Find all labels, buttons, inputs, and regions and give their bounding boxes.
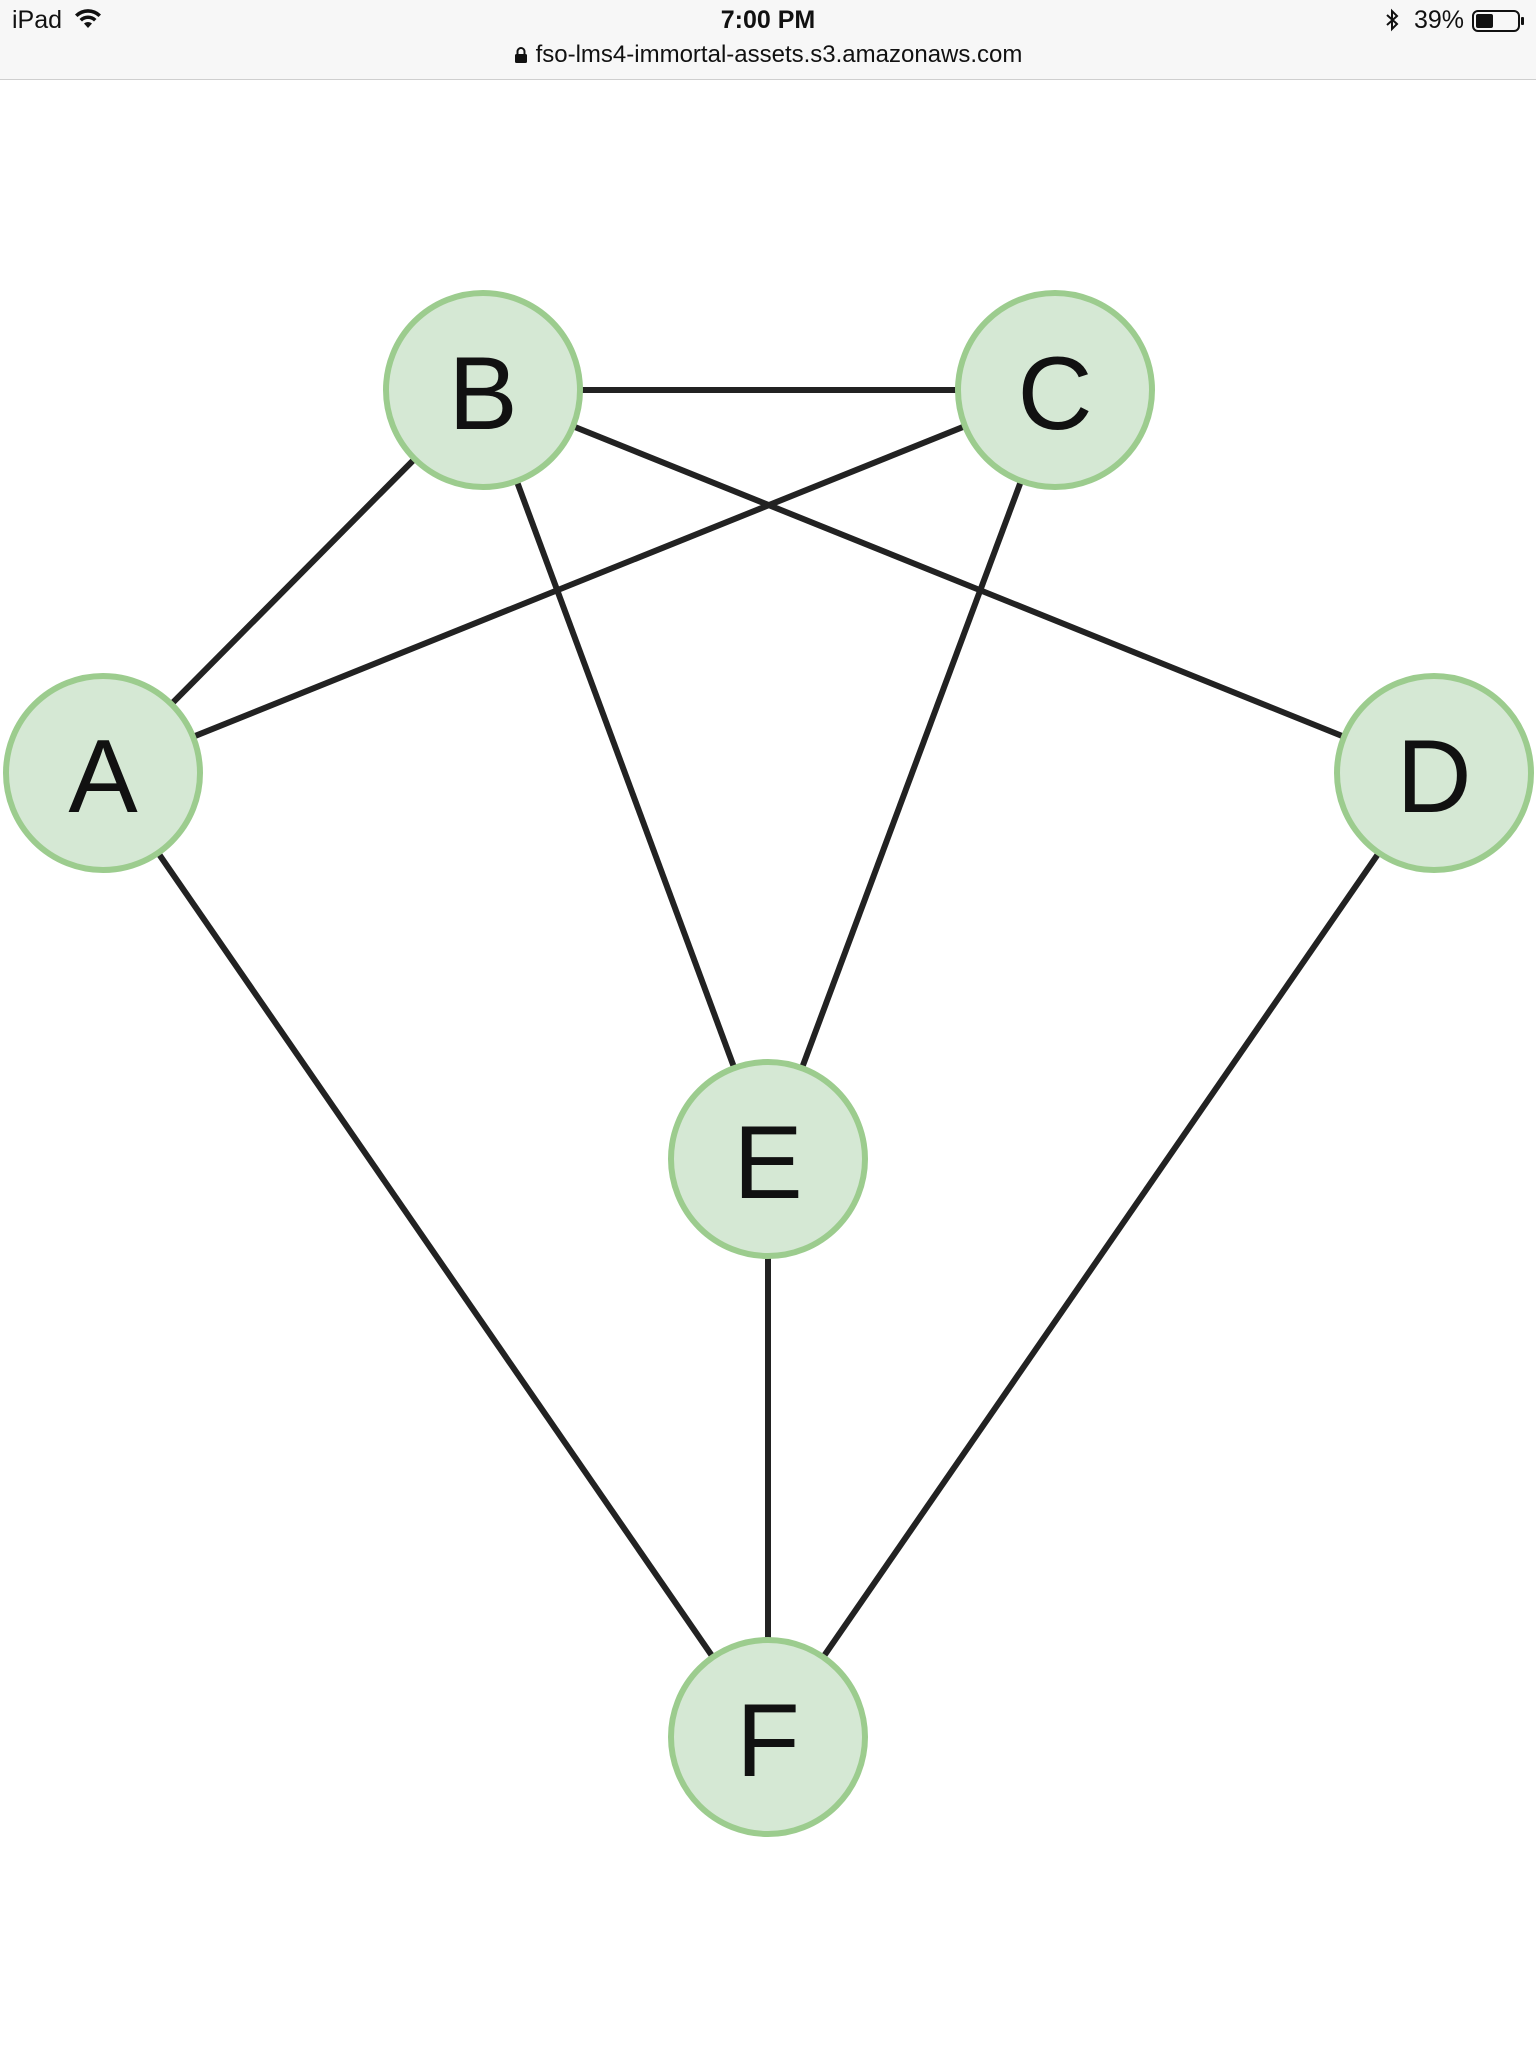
battery-icon [1472, 10, 1524, 32]
node-d: D [1334, 673, 1534, 873]
node-b: B [383, 290, 583, 490]
node-circle [1334, 673, 1534, 873]
edge-b-d [481, 387, 1436, 776]
edge-a-f [100, 771, 771, 1739]
url-text: fso-lms4-immortal-assets.s3.amazonaws.co… [535, 41, 1023, 68]
device-name: iPad [12, 6, 63, 34]
node-circle [668, 1637, 868, 1837]
node-f: F [668, 1637, 868, 1837]
node-label: B [448, 336, 517, 452]
node-label: C [1017, 336, 1092, 452]
node-c: C [955, 290, 1155, 490]
address-bar[interactable]: fso-lms4-immortal-assets.s3.amazonaws.co… [0, 40, 1536, 70]
node-label: D [1396, 719, 1471, 835]
graph-diagram: B C A D E F [3, 290, 1534, 1837]
node-a: A [3, 673, 203, 873]
bluetooth-icon [1386, 8, 1399, 32]
lock-icon [514, 47, 527, 63]
wifi-icon [75, 9, 101, 28]
node-circle [3, 673, 203, 873]
edge-d-f [765, 771, 1437, 1739]
node-label: A [68, 719, 138, 835]
battery-percent: 39% [1414, 6, 1465, 34]
node-circle [955, 290, 1155, 490]
status-bar: iPad 7:00 PM fso-lms4-immortal-assets.s3… [0, 0, 1536, 80]
node-e: E [668, 1059, 868, 1259]
node-circle [383, 290, 583, 490]
status-time: 7:00 PM [720, 6, 816, 34]
edge-c-e [765, 388, 1058, 1161]
node-label: F [736, 1683, 800, 1799]
node-label: E [733, 1105, 802, 1221]
edge-c-a [101, 387, 1057, 776]
edge-b-e [480, 388, 771, 1161]
nodes: B C A D E F [3, 290, 1534, 1837]
node-circle [668, 1059, 868, 1259]
